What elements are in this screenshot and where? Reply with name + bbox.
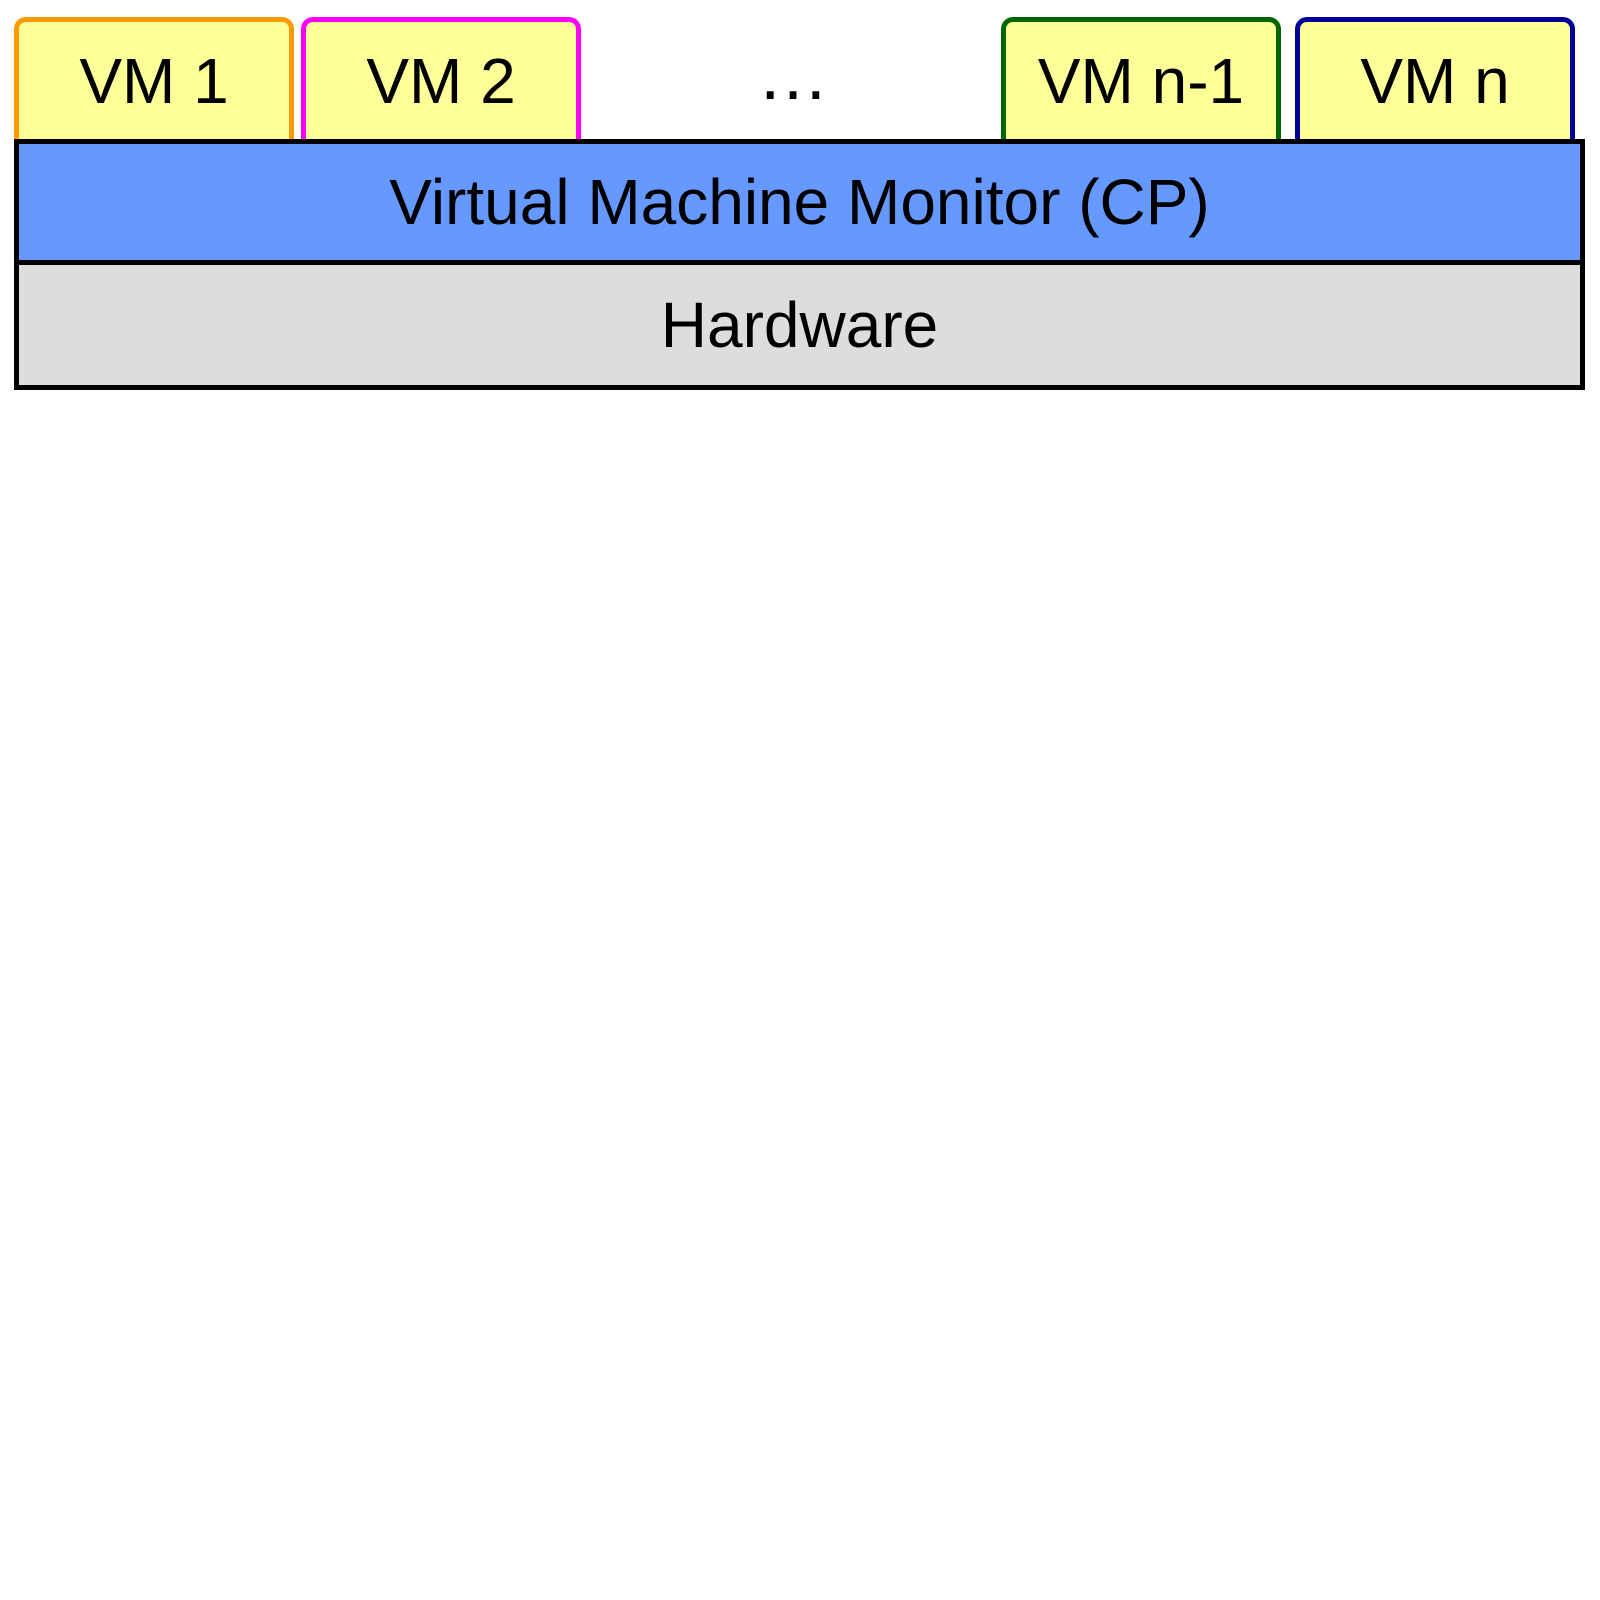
virtual-machine-monitor-layer: Virtual Machine Monitor (CP) bbox=[14, 139, 1585, 265]
vm-n-minus-1-box: VM n-1 bbox=[1001, 17, 1281, 139]
vm-n-box: VM n bbox=[1295, 17, 1575, 139]
virtualization-stack-diagram: VM 1 VM 2 … VM n-1 VM n Virtual Machine … bbox=[0, 0, 1600, 420]
vm-1-box: VM 1 bbox=[14, 17, 294, 139]
ellipsis: … bbox=[757, 35, 833, 115]
hardware-layer: Hardware bbox=[14, 260, 1585, 390]
vm-2-box: VM 2 bbox=[301, 17, 581, 139]
